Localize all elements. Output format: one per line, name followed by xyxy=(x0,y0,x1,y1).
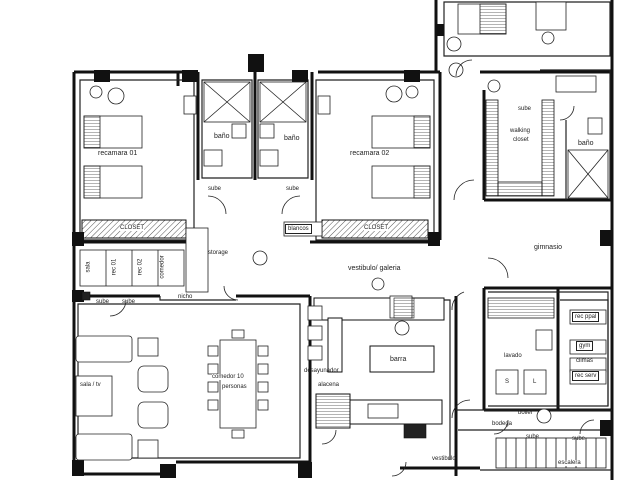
room-label-vestibulo-galeria: vestibulo/ galeria xyxy=(348,265,401,272)
room-label-gimnasio: gimnasio xyxy=(534,244,563,251)
panel-rec01: rec 01 xyxy=(111,258,118,276)
room-label-lavado: lavado xyxy=(504,353,522,359)
panel-label-rec-ppal: rec ppal xyxy=(572,312,600,322)
walking-closet-shelf-bottom xyxy=(497,181,543,197)
tile-patterns xyxy=(81,291,427,439)
panel-rec02: rec 02 xyxy=(137,258,144,276)
room-label-bano-right: baño xyxy=(284,135,300,142)
room-label-sala: sala / tv xyxy=(80,382,101,388)
room-label-desayunador: desayunador xyxy=(304,368,339,374)
room-label-barra: barra xyxy=(390,356,407,363)
columns xyxy=(72,24,612,478)
room-label-escalera: escalera xyxy=(558,460,581,466)
beds xyxy=(83,3,507,199)
living-furniture xyxy=(75,335,169,461)
staircase xyxy=(495,437,607,469)
room-label-walking: walking xyxy=(510,128,531,134)
room-label-recamara01: recamara 01 xyxy=(98,150,138,157)
laundry-fixtures xyxy=(367,329,553,424)
room-label-vestibulo: vestibulo xyxy=(432,456,456,462)
kitchen-island-strip xyxy=(327,317,343,373)
sube-label-7: sube xyxy=(572,436,586,442)
panel-label-rec-serv: rec serv xyxy=(572,371,600,381)
panel-sala: sala xyxy=(85,261,92,273)
showers xyxy=(203,81,609,199)
dryer-label: L xyxy=(533,379,537,385)
sube-label-2: sube xyxy=(286,186,300,192)
panel-label-climas: climas xyxy=(576,358,594,364)
plants xyxy=(89,31,555,336)
room-label-nicho: nicho xyxy=(178,294,193,300)
laundry-shelf xyxy=(487,297,555,319)
room-label-closet-left: CLOSET xyxy=(120,225,145,231)
room-label-closet-walking: closet xyxy=(513,137,529,143)
sube-label-6: sube xyxy=(526,434,540,440)
room-label-alacena: alacena xyxy=(318,382,340,388)
room-label-bano-left: baño xyxy=(214,133,230,140)
storage-panel xyxy=(79,249,185,287)
barra-island xyxy=(369,345,435,373)
sube-label-1: sube xyxy=(208,186,222,192)
kitchen-counter-top xyxy=(313,297,445,321)
room-label-recamara02: recamara 02 xyxy=(350,150,390,157)
walls xyxy=(72,0,614,480)
room-label-boiler: boiler xyxy=(518,410,533,416)
room-label-bodega: bodega xyxy=(492,421,513,427)
washer-label: S xyxy=(505,379,510,385)
room-label-comedor-2: personas xyxy=(222,384,247,390)
sube-label-3: sube xyxy=(518,106,532,112)
walking-closet-shelf-left xyxy=(485,99,499,197)
sube-label-4: sube xyxy=(96,299,110,305)
room-label-comedor-1: comedor 10 xyxy=(212,374,244,380)
panel-label-gym: gym xyxy=(576,341,594,351)
panel-comedor: comedor xyxy=(159,255,166,279)
sube-label-5: sube xyxy=(122,299,136,305)
bar-stools xyxy=(307,305,323,361)
door-swings xyxy=(109,59,595,477)
room-label-closet-right: CLOSET xyxy=(364,225,389,231)
walking-closet-shelf-right xyxy=(541,99,555,197)
room-label-storage: storage xyxy=(208,250,229,256)
room-label-blancos: blancos xyxy=(285,224,312,234)
room-label-bano-top: baño xyxy=(578,140,594,147)
alacena-block xyxy=(315,393,351,429)
